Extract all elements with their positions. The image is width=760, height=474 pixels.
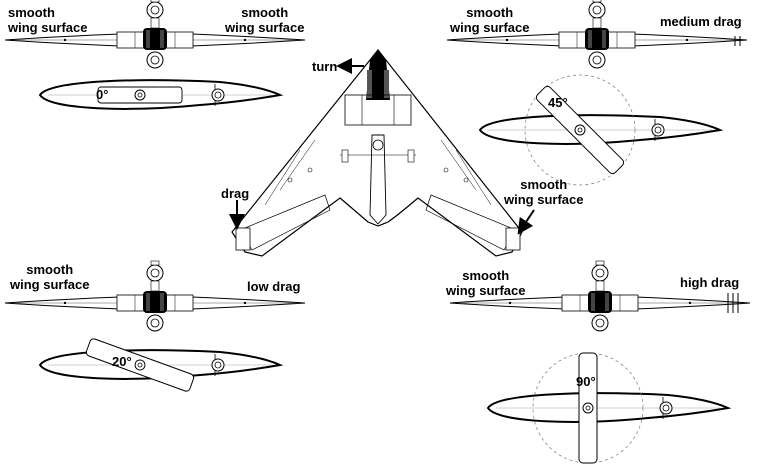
label-center-smooth: smooth wing surface bbox=[504, 177, 583, 207]
label-line: wing surface bbox=[504, 192, 584, 207]
swing-arc bbox=[524, 74, 636, 186]
label-low-drag: low drag bbox=[247, 279, 301, 294]
airfoil-bottomleft bbox=[39, 337, 281, 393]
airfoil-topleft bbox=[39, 79, 281, 110]
label-tr-smooth: smooth wing surface bbox=[450, 5, 529, 35]
label-topright-of-tl-smooth: smooth wing surface bbox=[225, 5, 304, 35]
label-medium-drag: medium drag bbox=[660, 14, 742, 29]
label-bl-smooth: smooth wing surface bbox=[10, 262, 89, 292]
spoiler-plate-topright bbox=[524, 74, 636, 186]
angle-label-topright: 45° bbox=[548, 95, 568, 110]
label-drag: drag bbox=[221, 186, 250, 201]
label-line: wing surface bbox=[446, 283, 526, 298]
label-line: smooth bbox=[26, 262, 74, 277]
smooth-arrow bbox=[517, 209, 535, 235]
label-turn: turn bbox=[312, 59, 338, 74]
label-line: smooth bbox=[462, 268, 510, 283]
label-line: wing surface bbox=[450, 20, 530, 35]
label-line: wing surface bbox=[8, 20, 88, 35]
airfoil-topright bbox=[479, 74, 721, 186]
label-br-smooth: smooth wing surface bbox=[446, 268, 525, 298]
label-line: wing surface bbox=[10, 277, 90, 292]
label-line: smooth bbox=[8, 5, 55, 20]
label-line: wing surface bbox=[225, 20, 305, 35]
label-line: smooth bbox=[241, 5, 289, 20]
angle-label-bottomleft: 20° bbox=[112, 354, 132, 369]
spoiler-plate bbox=[578, 352, 598, 464]
label-line: smooth bbox=[466, 5, 514, 20]
label-topleft-smooth: smooth wing surface bbox=[8, 5, 87, 35]
airfoil-bottomright bbox=[487, 352, 729, 464]
angle-label-topleft: 0° bbox=[96, 87, 109, 102]
front-view-bottomright-flaps bbox=[727, 293, 739, 313]
front-view-topright-flaps bbox=[734, 36, 741, 46]
label-line: smooth bbox=[520, 177, 568, 192]
label-high-drag: high drag bbox=[680, 275, 740, 290]
angle-label-bottomright: 90° bbox=[576, 374, 596, 389]
aircraft-top-view bbox=[231, 49, 523, 257]
spoiler-plate-bottomright bbox=[532, 352, 644, 464]
